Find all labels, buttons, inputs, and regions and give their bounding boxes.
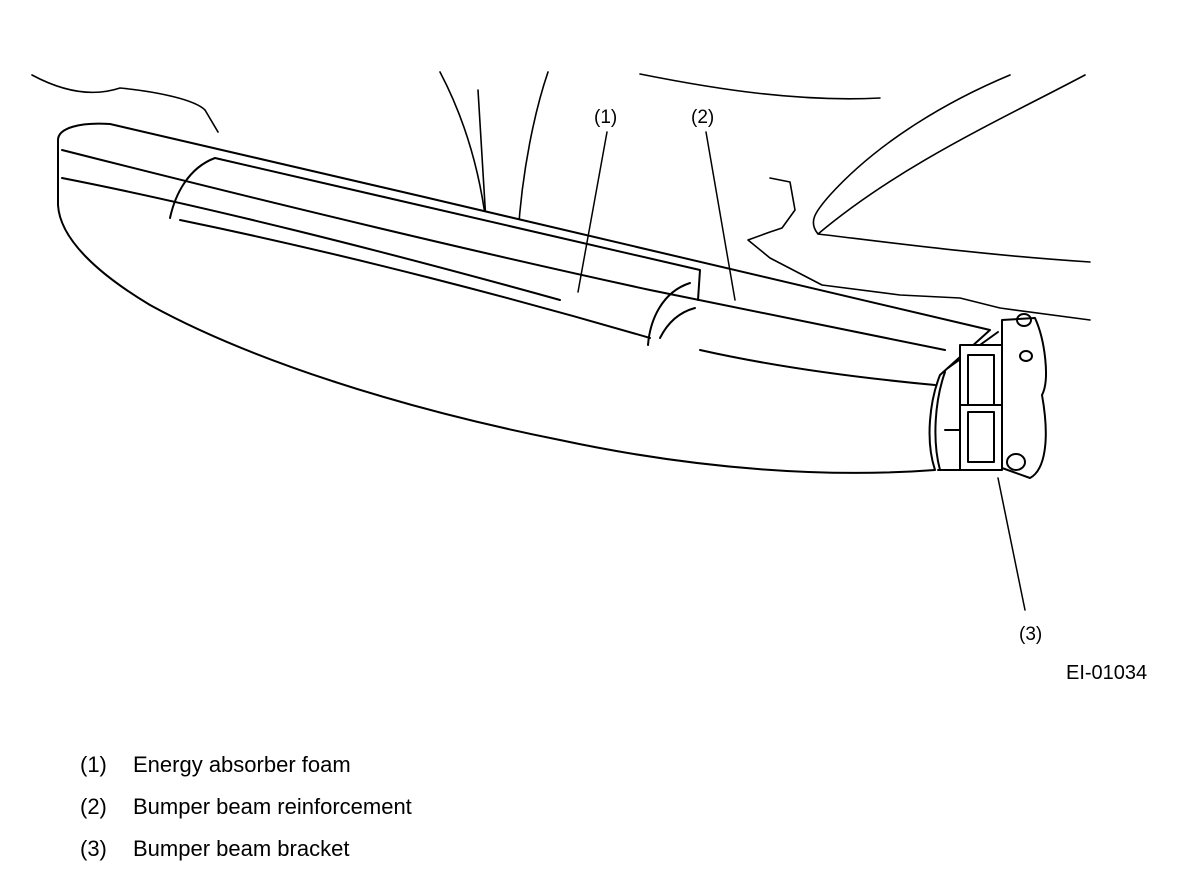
leader-line-3 (998, 478, 1025, 610)
bumper-beam-reinforcement (945, 345, 1002, 470)
legend-number: (3) (80, 836, 107, 861)
callout-2: (2) (691, 107, 715, 128)
legend-item: (2) Bumper beam reinforcement (80, 794, 412, 836)
legend-number: (2) (80, 794, 107, 819)
energy-absorber-foam (58, 124, 998, 473)
legend-number: (1) (80, 752, 107, 777)
leader-lines (578, 132, 1025, 610)
legend-item: (3) Bumper beam bracket (80, 836, 412, 878)
leader-line-1 (578, 132, 607, 292)
figure-code: EI-01034 (1066, 662, 1148, 684)
callout-1: (1) (594, 107, 618, 128)
legend-item: (1) Energy absorber foam (80, 752, 412, 794)
legend-text: Bumper beam bracket (133, 836, 350, 861)
bumper-beam-illustration (0, 0, 1200, 700)
legend-text: Bumper beam reinforcement (133, 794, 412, 819)
vehicle-body-outline (32, 72, 1090, 320)
callout-3: (3) (1019, 624, 1043, 645)
legend-text: Energy absorber foam (133, 752, 351, 777)
bumper-beam-bracket (1002, 314, 1046, 478)
leader-line-2 (706, 132, 735, 300)
legend-list: (1) Energy absorber foam (2) Bumper beam… (80, 752, 412, 878)
